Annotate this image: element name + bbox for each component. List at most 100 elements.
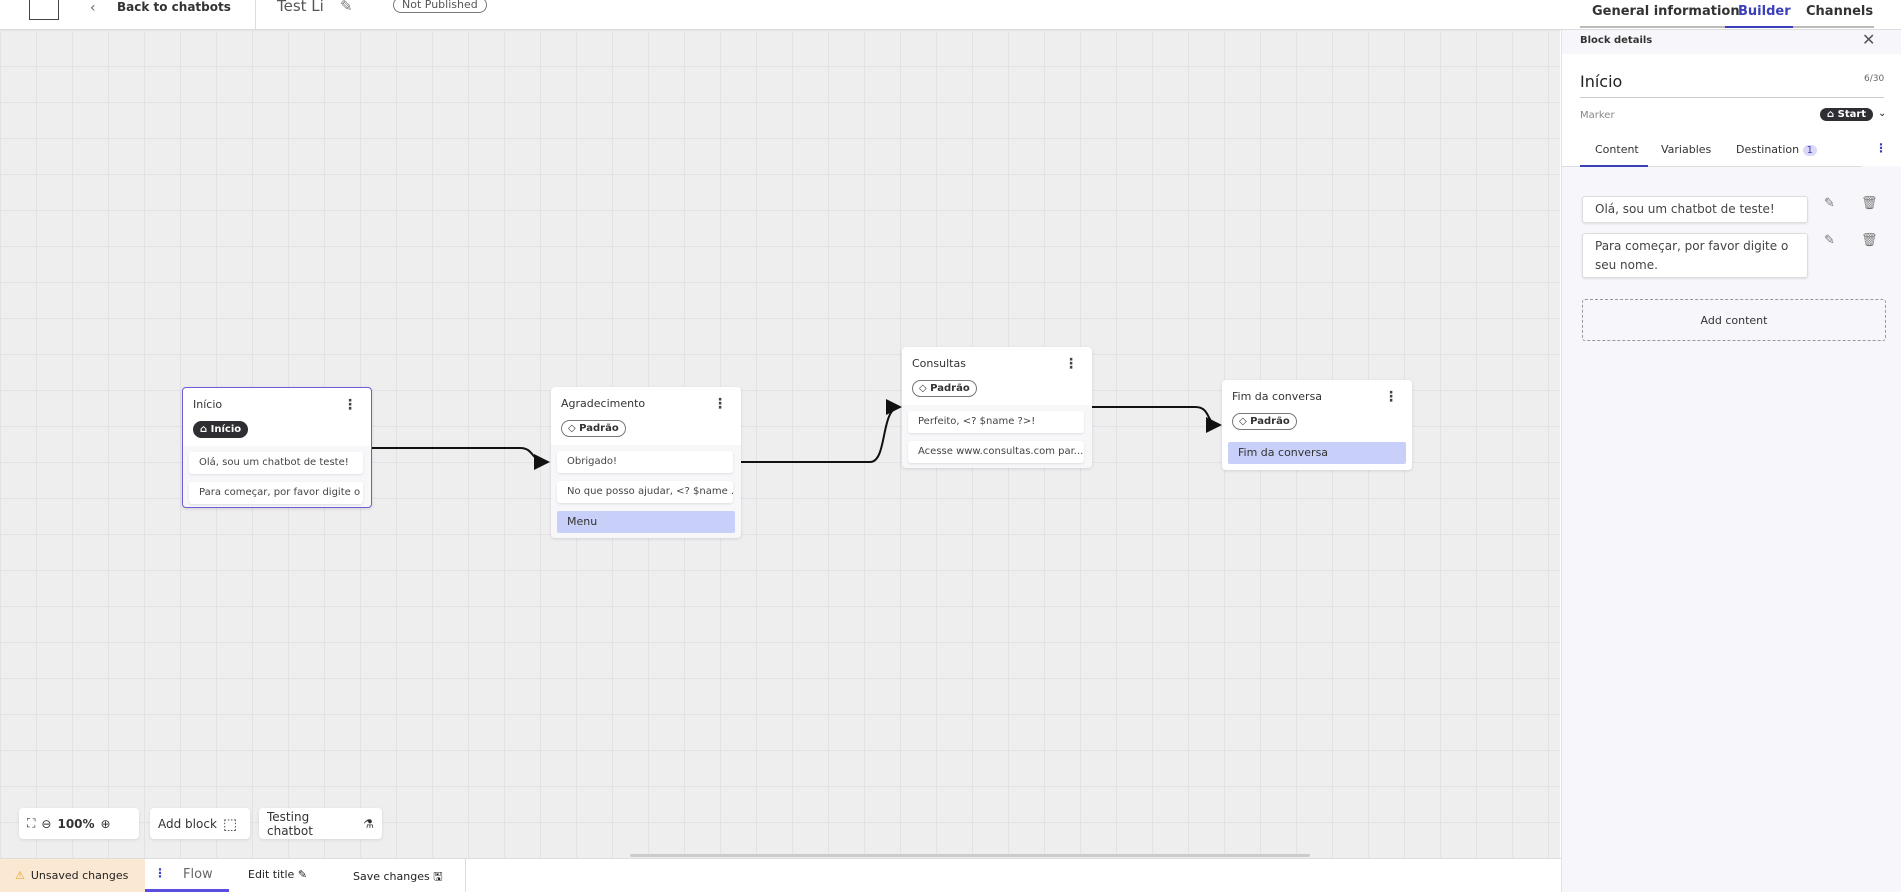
warning-icon: ⚠ [15,869,25,882]
pencil-icon: ✎ [297,868,308,881]
message-item[interactable]: Obrigado! [557,451,733,473]
block-body: Obrigado! No que posso ajudar, <? $name … [551,445,741,538]
testing-chatbot-button[interactable]: Testing chatbot ⚗ [259,808,382,839]
add-content-label: Add content [1700,313,1768,327]
destination-label: Destination [1736,143,1800,156]
connectors [372,399,1222,470]
fit-screen-icon[interactable]: ⛶ [27,816,36,830]
horizontal-scrollbar[interactable] [630,854,1310,857]
trash-icon[interactable]: 🗑 [1861,233,1878,248]
tab-variables[interactable]: Variables [1661,143,1712,156]
more-options-icon[interactable]: ⋮ [1384,389,1398,405]
save-label: Save changes [353,870,430,883]
logo [29,0,59,20]
back-arrow-icon[interactable]: ‹ [90,0,96,16]
marker-tag: ◇ Padrão [561,420,626,437]
block-name-input[interactable]: Início [1580,72,1623,91]
char-count: 6/30 [1864,74,1885,84]
save-icon: 🖫 [433,870,443,883]
block-title: Fim da conversa [1232,390,1323,403]
edit-icon[interactable]: ✎ [1824,196,1835,211]
message-item[interactable]: Para começar, por favor digite o ... [189,482,363,504]
zoom-out-icon[interactable]: ⊖ [41,816,52,831]
divider [465,859,466,892]
testing-label: Testing chatbot [267,809,313,838]
active-tab-indicator [1725,26,1793,28]
zoom-level: 100% [57,816,95,831]
block-body: Fim da conversa [1222,438,1412,470]
content-item[interactable]: Olá, sou um chatbot de teste! [1582,196,1808,223]
marker-tag: ◇ Padrão [1232,413,1297,430]
destination-count-badge: 1 [1802,145,1817,156]
edit-title-button[interactable]: Edit title ✎ [248,868,307,881]
more-options-icon[interactable]: ⋮ [154,866,166,880]
marker-value: Start [1837,109,1867,120]
block-fim-da-conversa[interactable]: Fim da conversa ⋮ ◇ Padrão Fim da conver… [1222,380,1412,470]
more-options-icon[interactable]: ⋮ [1064,356,1078,372]
edit-title-label: Edit title [248,868,295,881]
tab-destination[interactable]: Destination 1 [1736,143,1817,156]
add-block-button[interactable]: Add block ⬚ [150,808,250,839]
more-options-icon[interactable]: ⋮ [343,397,357,413]
block-body: Olá, sou um chatbot de teste! Para começ… [183,446,371,507]
unsaved-label: Unsaved changes [30,869,129,882]
tab-builder[interactable]: Builder [1738,4,1791,19]
block-inicio[interactable]: Início ⋮ ⌂ Início Olá, sou um chatbot de… [182,387,372,508]
tag-label: Padrão [930,383,970,394]
block-agradecimento[interactable]: Agradecimento ⋮ ◇ Padrão Obrigado! No qu… [551,387,741,538]
home-icon: ⌂ [200,424,211,435]
tab-channels[interactable]: Channels [1806,4,1874,19]
more-options-icon[interactable]: ⋮ [1875,141,1887,155]
content-item[interactable]: Para começar, por favor digite o seu nom… [1582,233,1808,278]
name-underline [1580,97,1884,98]
block-title: Agradecimento [561,397,646,410]
flask-icon: ⚗ [363,816,374,831]
panel-header: Block details [1580,35,1653,46]
menu-item[interactable]: Menu [557,511,735,533]
divider [255,0,256,30]
tab-content[interactable]: Content [1595,143,1639,156]
message-item[interactable]: No que posso ajudar, <? $name ... [557,481,733,503]
status-badge: Not Published [393,0,487,13]
tab-general-information[interactable]: General information [1592,4,1740,19]
connector-agradecimento-consultas [739,399,902,463]
block-title: Início [193,398,223,411]
flow-canvas[interactable]: Início ⋮ ⌂ Início Olá, sou um chatbot de… [0,30,1560,858]
zoom-controls: ⛶ ⊖ 100% ⊕ [19,808,139,839]
chatbot-title: Test Li [277,0,324,15]
block-consultas[interactable]: Consultas ⋮ ◇ Padrão Perfeito, <? $name … [902,347,1092,468]
top-bar: ‹ Back to chatbots Test Li ✎ Not Publish… [0,0,1901,30]
add-block-icon: ⬚ [222,814,238,833]
tag-icon: ◇ [1239,416,1251,427]
flow-tab-indicator [145,889,229,892]
block-body: Perfeito, <? $name ?>! Acesse www.consul… [902,405,1092,468]
menu-item[interactable]: Fim da conversa [1228,442,1406,464]
zoom-in-icon[interactable]: ⊕ [100,816,111,831]
marker-tag: ⌂ Início [193,421,249,438]
unsaved-changes-indicator: ⚠ Unsaved changes [0,859,145,892]
edit-icon[interactable]: ✎ [1824,233,1835,248]
message-item[interactable]: Olá, sou um chatbot de teste! [189,452,363,474]
add-block-label: Add block [158,816,217,831]
tab-flow[interactable]: Flow [183,867,213,882]
tag-label: Padrão [1250,416,1290,427]
home-icon: ⌂ [1827,109,1838,120]
marker-select[interactable]: ⌂ Start [1820,108,1874,121]
trash-icon[interactable]: 🗑 [1861,196,1878,211]
tag-icon: ◇ [919,383,931,394]
block-details-panel: Block details ✕ Início 6/30 Marker ⌂ Sta… [1561,30,1901,892]
chevron-down-icon[interactable]: ⌄ [1878,108,1887,119]
close-icon[interactable]: ✕ [1862,30,1876,49]
add-content-button[interactable]: Add content [1582,299,1886,341]
tag-label: Padrão [579,423,619,434]
message-item[interactable]: Acesse www.consultas.com par... [908,441,1084,463]
save-changes-button[interactable]: Save changes 🖫 [353,868,443,887]
connector-inicio-agradecimento [372,447,550,470]
back-to-chatbots-link[interactable]: Back to chatbots [117,0,231,14]
message-item[interactable]: Perfeito, <? $name ?>! [908,411,1084,433]
tag-label: Início [210,424,242,435]
more-options-icon[interactable]: ⋮ [713,396,727,412]
edit-title-pencil-icon[interactable]: ✎ [340,0,353,15]
content-tab-indicator [1580,165,1648,167]
block-title: Consultas [912,357,966,370]
